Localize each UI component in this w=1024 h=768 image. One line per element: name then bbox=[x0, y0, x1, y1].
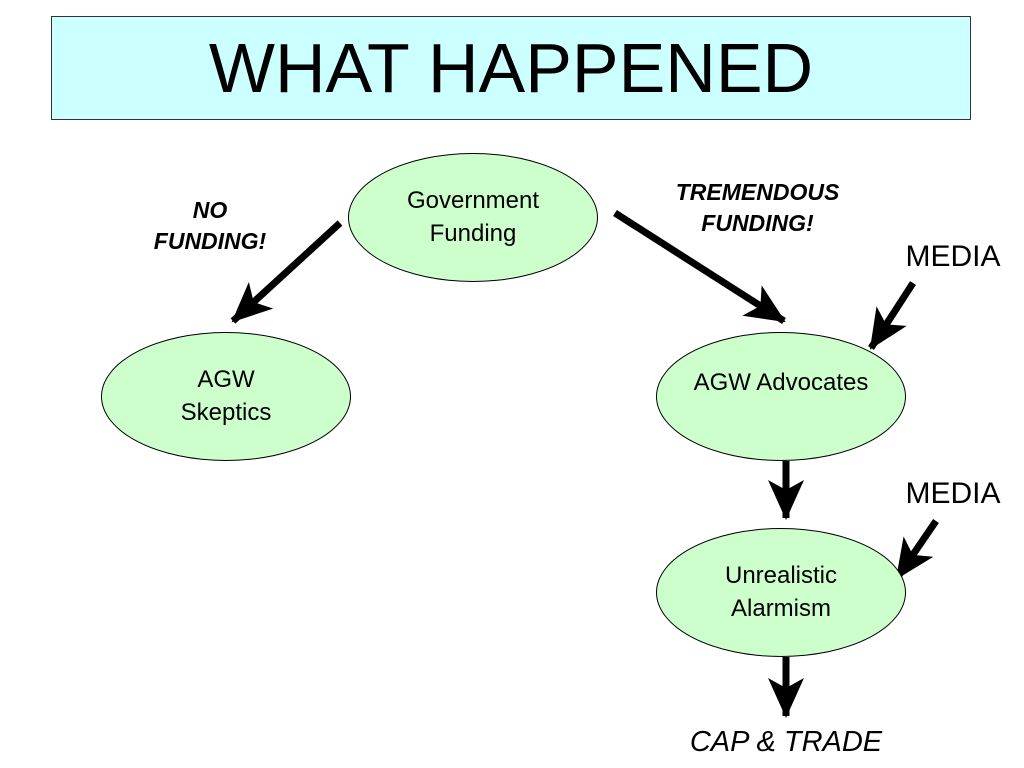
outcome-cap-and-trade: CAP & TRADE bbox=[689, 726, 883, 758]
media-label-bottom: MEDIA bbox=[905, 477, 1001, 510]
edge-label-no-funding: NO FUNDING! bbox=[153, 197, 267, 255]
media-label-top: MEDIA bbox=[905, 240, 1001, 273]
node-unrealistic-alarmism-label: Unrealistic Alarmism bbox=[724, 562, 838, 622]
node-agw-skeptics-label: AGW Skeptics bbox=[180, 366, 272, 426]
node-agw-advocates-label: AGW Advocates bbox=[693, 369, 869, 396]
title-banner: WHAT HAPPENED bbox=[51, 16, 971, 120]
arrow-funding-to-advocates bbox=[613, 210, 786, 324]
node-unrealistic-alarmism: Unrealistic Alarmism bbox=[656, 528, 906, 657]
node-government-funding: Government Funding bbox=[348, 153, 598, 282]
node-agw-skeptics: AGW Skeptics bbox=[101, 332, 351, 461]
node-government-funding-label: Government Funding bbox=[406, 187, 540, 247]
arrow-media-to-alarmism bbox=[894, 519, 939, 580]
arrow-funding-to-skeptics bbox=[230, 220, 343, 324]
edge-label-tremendous-funding: TREMENDOUS FUNDING! bbox=[675, 179, 840, 237]
node-agw-advocates: AGW Advocates bbox=[656, 332, 906, 461]
page-title: WHAT HAPPENED bbox=[208, 29, 814, 107]
arrow-media-to-advocates bbox=[868, 281, 916, 350]
